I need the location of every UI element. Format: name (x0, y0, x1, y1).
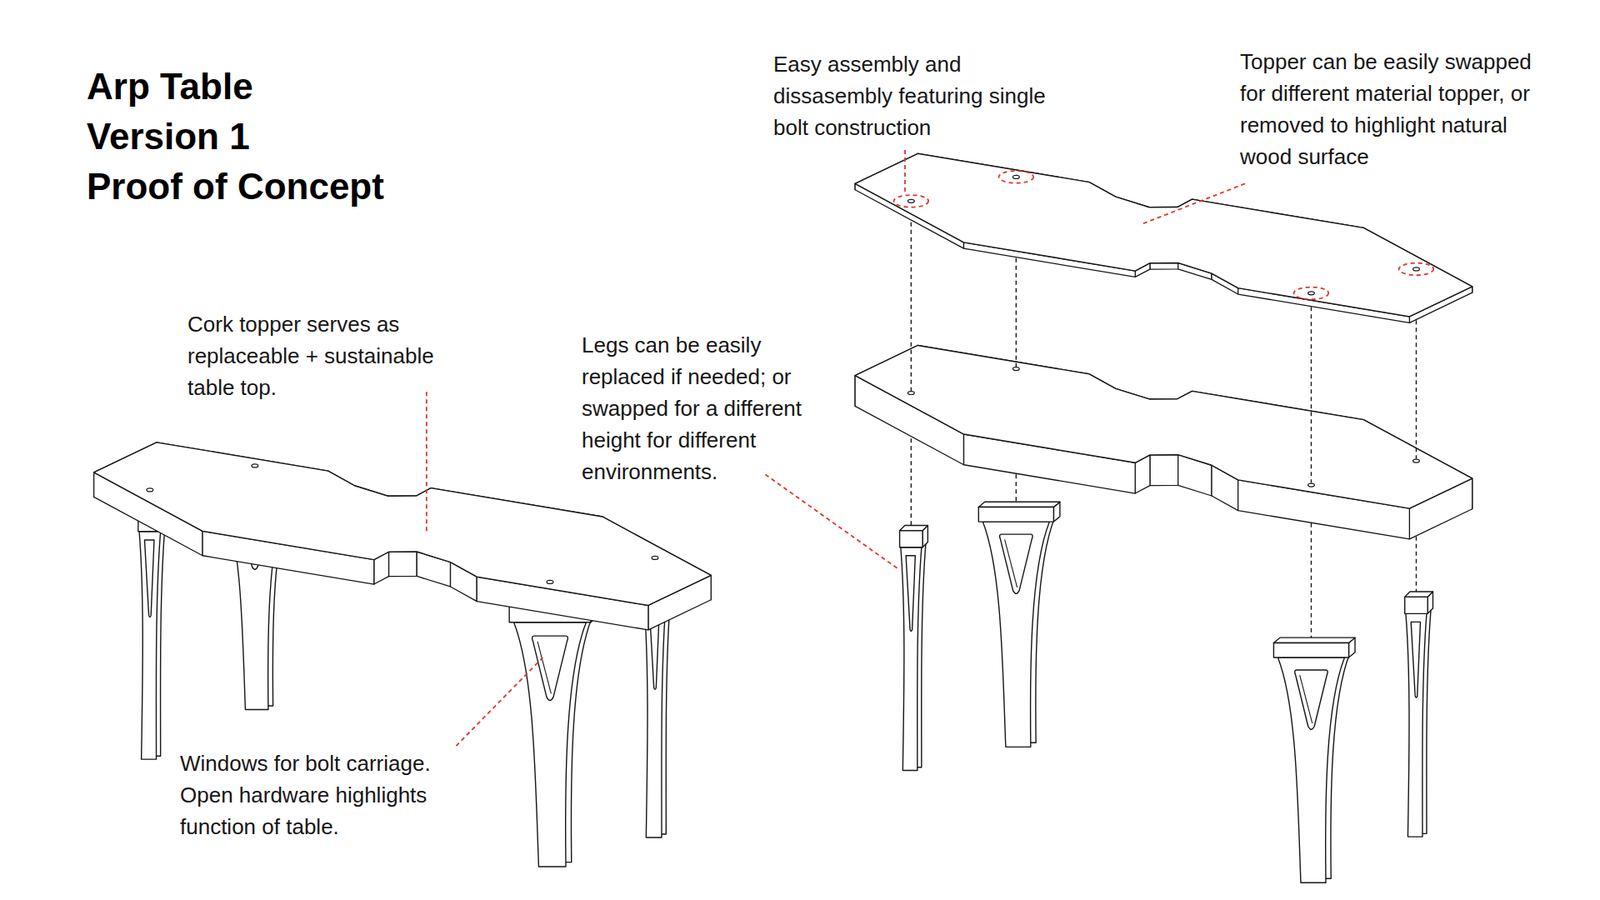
leg-body (982, 521, 1050, 747)
slab-side (1150, 263, 1179, 270)
annotation-block: Legs can be easily replaced if needed; o… (581, 329, 802, 488)
bolt-axis (910, 423, 912, 527)
slab-side (1150, 455, 1179, 486)
bolt-window (532, 635, 569, 700)
bolt-hole (546, 580, 554, 584)
bolt-window (1295, 670, 1329, 730)
title: Arp Table Version 1 Proof of Concept (86, 61, 385, 212)
table-leg (1405, 591, 1434, 837)
table-leg (900, 525, 929, 770)
leg-body (644, 600, 667, 838)
leg-body (139, 531, 161, 760)
bolt-hole (1012, 367, 1020, 371)
annotation: Windows for bolt carriage. Open hardware… (180, 747, 431, 843)
annotation-block: Windows for bolt carriage. Open hardware… (180, 747, 431, 843)
leg-body (1277, 657, 1345, 883)
highlight-ring (894, 195, 930, 208)
window-depth (1005, 539, 1018, 588)
annotation-block: Cork topper serves as replaceable + sust… (187, 308, 435, 404)
leader-line (765, 474, 899, 570)
leader-lines (426, 150, 1245, 746)
leg-body (514, 622, 587, 867)
annotation-block: Easy assembly and dissasembly featuring … (773, 48, 1046, 144)
topper (855, 153, 1473, 323)
table-leg (978, 501, 1060, 747)
bolt-hole (651, 555, 659, 560)
leg-block-top (1273, 637, 1355, 643)
leader-line (904, 150, 906, 194)
bolt-axis (910, 207, 912, 391)
bolt-slot (905, 555, 915, 632)
leg-body (1405, 613, 1427, 837)
title-block: Arp Table Version 1 Proof of Concept (86, 61, 385, 212)
table-leg (509, 600, 598, 867)
slab-side (388, 551, 417, 577)
highlight-ring (1294, 287, 1330, 300)
slab-top (855, 345, 1473, 509)
leg-block (900, 530, 924, 548)
leader-line (425, 391, 428, 533)
bolt-hole (251, 464, 259, 468)
bolt-hole (1308, 291, 1315, 295)
leg-block-top (1405, 591, 1434, 597)
table-base (855, 345, 1473, 539)
leg-block (1405, 596, 1429, 614)
highlight-ring (1399, 263, 1435, 276)
assembled-table (94, 442, 712, 867)
bolt-hole (1012, 175, 1020, 179)
window-depth (537, 641, 551, 694)
leg-block (1273, 642, 1349, 658)
window-depth (1300, 675, 1313, 724)
annotation: Cork topper serves as replaceable + sust… (187, 308, 435, 404)
table-leg (138, 509, 167, 760)
annotation-block: Topper can be easily swapped for differe… (1240, 45, 1532, 173)
bolt-slot (1410, 621, 1420, 698)
leg-body (900, 547, 922, 771)
bolt-slot (144, 540, 154, 618)
bolt-hole (1413, 459, 1420, 463)
slab-top (855, 153, 1473, 317)
bolt-axis (1310, 299, 1312, 483)
leader-line (1140, 183, 1245, 225)
leg-block-top (978, 501, 1060, 507)
bolt-axis (1310, 515, 1312, 640)
bolt-window (1000, 534, 1034, 594)
annotation: Legs can be easily replaced if needed; o… (581, 329, 802, 488)
bolt-hole (146, 488, 154, 492)
leg-block (978, 507, 1054, 523)
bolt-hole (907, 199, 915, 203)
highlight-ring (999, 170, 1035, 184)
exploded-view (855, 153, 1473, 883)
bolt-hole (1413, 267, 1420, 271)
annotation: Topper can be easily swapped for differe… (1240, 45, 1532, 173)
annotation: Easy assembly and dissasembly featuring … (773, 48, 1046, 144)
leader-line (455, 657, 543, 746)
bolt-hole (907, 391, 915, 395)
table-leg (1273, 637, 1355, 883)
table-illustration (94, 150, 1473, 883)
leg-block-top (900, 525, 929, 530)
bolt-hole (1308, 483, 1315, 487)
